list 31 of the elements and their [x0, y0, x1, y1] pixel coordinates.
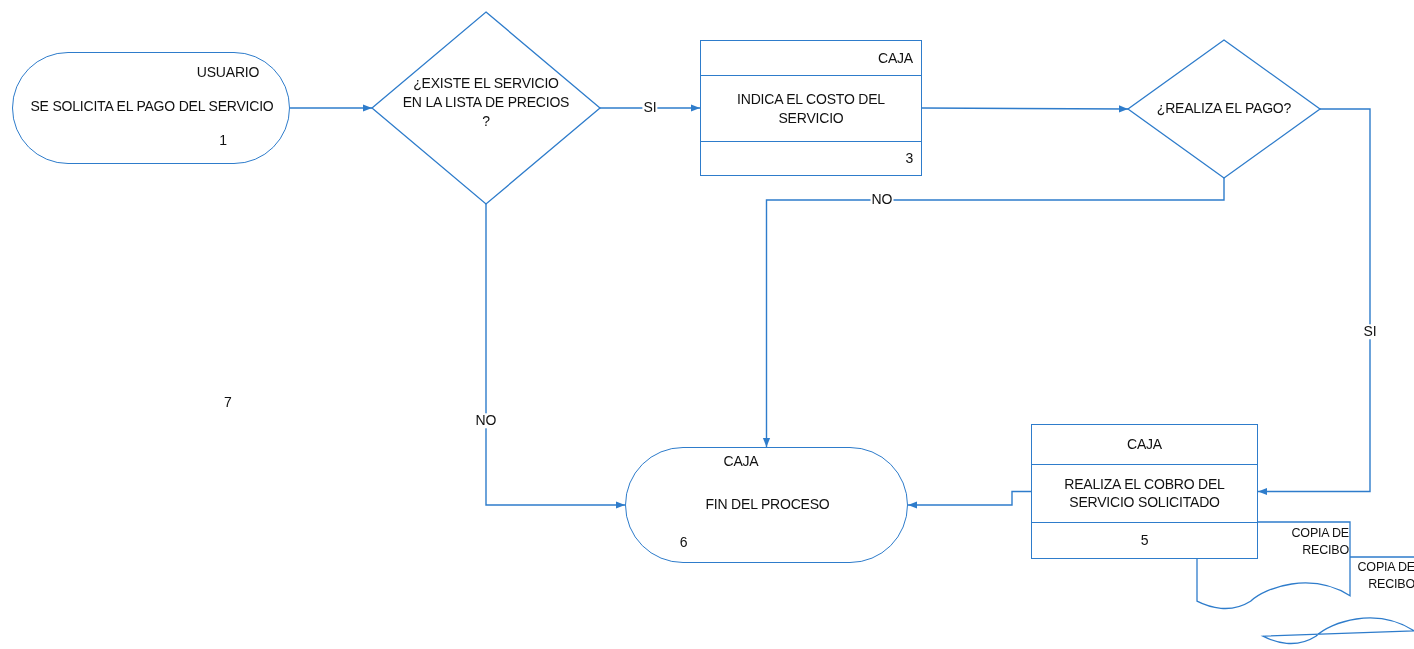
node-text: ¿REALIZA EL PAGO?: [1155, 99, 1293, 118]
arrow: [485, 203, 626, 509]
arrow: [289, 104, 373, 112]
document-shape: [1263, 557, 1414, 647]
arrow: [907, 490, 1032, 509]
node-text: SE SOLICITA EL PAGO DEL SERVICIO: [29, 97, 275, 116]
arrow: [921, 105, 1129, 113]
node-text: 5: [1140, 530, 1149, 550]
process-box: [700, 40, 922, 176]
node-text: 6: [678, 533, 689, 552]
node-text: 1: [218, 131, 228, 150]
decision-diamond: [372, 12, 600, 204]
node-text: CAJA: [1127, 435, 1162, 455]
node-text: FIN DEL PROCESO: [704, 495, 831, 514]
arrow: [762, 177, 1225, 448]
node-text: COPIA DE RECIBO: [1290, 525, 1349, 559]
edge-label: SI: [1362, 324, 1378, 340]
edge-label: NO: [474, 413, 498, 429]
note-number: 7: [224, 394, 232, 410]
arrow: [1257, 108, 1371, 496]
node-text: ¿EXISTE EL SERVICIO EN LA LISTA DE PRECIOS ?: [402, 74, 570, 131]
node-text: CAJA: [878, 48, 913, 68]
node-text: REALIZA EL COBRO DEL SERVICIO SOLICITADO: [1063, 474, 1226, 513]
node-text: CAJA: [722, 452, 760, 471]
node-text: INDICA EL COSTO DEL SERVICIO: [736, 89, 886, 128]
node-text: COPIA DE RECIBO: [1356, 559, 1414, 593]
arrow: [599, 104, 701, 112]
node-text: USUARIO: [195, 63, 261, 82]
decision-diamond: [1128, 40, 1320, 178]
process-box: [1031, 424, 1258, 559]
node-text: 3: [905, 149, 913, 168]
